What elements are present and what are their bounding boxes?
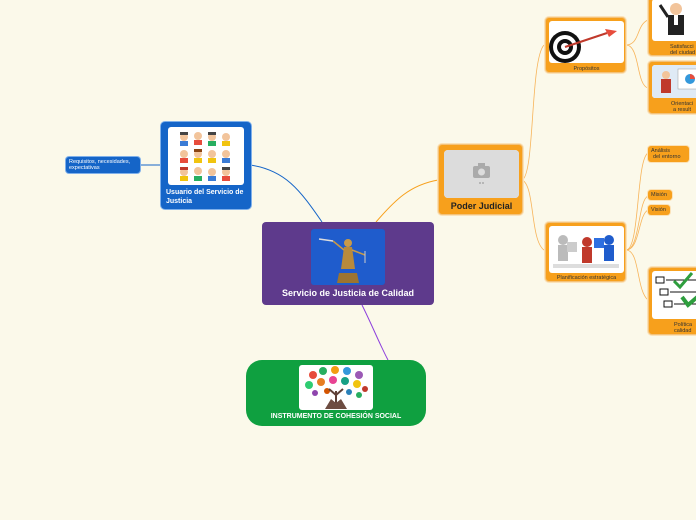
people-faces-image xyxy=(168,127,244,185)
businessman-image xyxy=(652,0,696,41)
checklist-icon xyxy=(655,272,696,308)
requisitos-node[interactable]: Requisitos, necesidades, expectativas xyxy=(66,157,140,173)
presentation-icon xyxy=(652,65,696,98)
politica-node[interactable]: Política calidad xyxy=(648,267,696,335)
target-icon xyxy=(549,29,617,63)
politica-label-1: Política xyxy=(674,322,693,328)
camera-icon xyxy=(473,163,490,184)
vision-label: Visión xyxy=(651,207,666,213)
requisitos-text: Requisitos, necesidades, expectativas xyxy=(69,159,131,171)
planificacion-label: Planificación estratégica xyxy=(556,275,617,281)
orientacion-label-2: a result xyxy=(673,107,692,113)
central-node[interactable]: Servicio de Justicia de Calidad xyxy=(262,222,434,305)
people-faces-icon xyxy=(180,132,230,181)
satisfaccion-label-1: Satisfacci xyxy=(670,44,694,50)
poder-judicial-node[interactable]: Poder Judicial xyxy=(438,144,523,215)
target-image xyxy=(549,21,624,63)
instrumento-title: INSTRUMENTO DE COHESIÓN SOCIAL xyxy=(270,413,402,420)
hands-tree-icon xyxy=(305,366,368,409)
central-title: Servicio de Justicia de Calidad xyxy=(281,288,415,298)
usuario-node[interactable]: Usuario del Servicio de Justicia xyxy=(161,122,251,209)
politica-label-2: calidad xyxy=(674,328,692,334)
instrumento-node[interactable]: INSTRUMENTO DE COHESIÓN SOCIAL xyxy=(246,360,426,426)
photo-placeholder-image xyxy=(444,150,519,198)
justice-statue-icon xyxy=(311,229,385,285)
puzzle-people-icon xyxy=(553,235,619,268)
hands-tree-image xyxy=(299,365,373,410)
puzzle-people-image xyxy=(549,226,624,273)
businessman-icon xyxy=(658,3,684,35)
orientacion-label-1: Orientaci xyxy=(671,101,694,107)
presentation-image xyxy=(652,65,696,98)
propositos-node[interactable]: Propósitos xyxy=(545,17,626,73)
propositos-label: Propósitos xyxy=(573,66,600,72)
satisfaccion-label-2: del ciudad xyxy=(670,50,696,56)
satisfaccion-node[interactable]: Satisfacci del ciudad xyxy=(648,0,696,56)
analisis-node[interactable]: Análisis del entorno xyxy=(648,146,689,162)
orientacion-node[interactable]: Orientaci a result xyxy=(648,61,696,114)
checklist-image xyxy=(652,271,696,319)
mision-label: Misión xyxy=(651,192,667,198)
justice-statue-image xyxy=(311,229,385,285)
analisis-label-1: Análisis xyxy=(651,148,670,154)
analisis-label-2: del entorno xyxy=(653,154,681,160)
vision-node[interactable]: Visión xyxy=(648,205,670,215)
mision-node[interactable]: Misión xyxy=(648,190,672,200)
poder-judicial-title: Poder Judicial xyxy=(450,201,513,211)
planificacion-node[interactable]: Planificación estratégica xyxy=(545,222,626,282)
usuario-title: Usuario del Servicio de Justicia xyxy=(166,189,244,205)
